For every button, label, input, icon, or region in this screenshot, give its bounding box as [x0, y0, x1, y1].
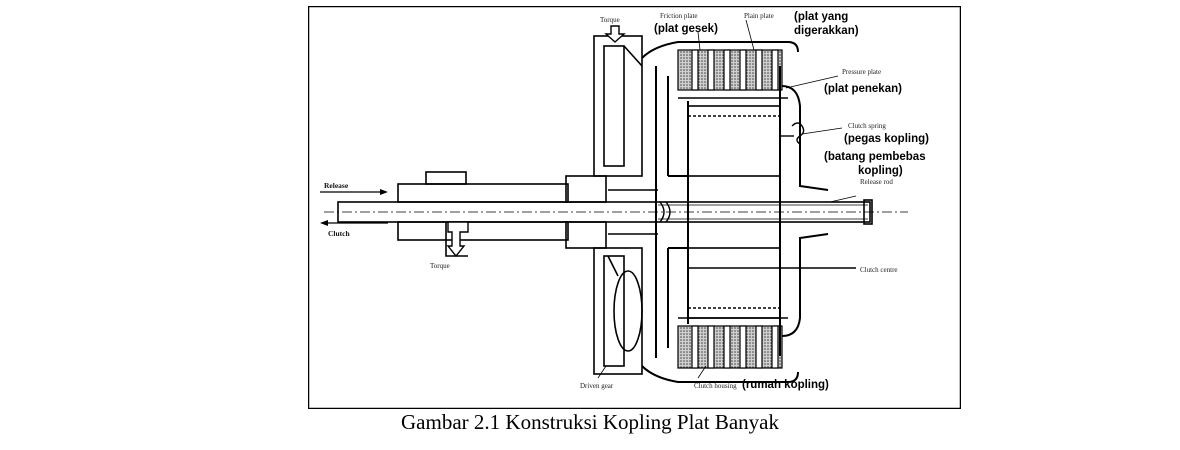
plate-stack-top	[677, 49, 788, 99]
clutch-diagram: Torque Friction plate (plat gesek) Plain…	[308, 6, 961, 409]
torque-arrow-top	[604, 25, 626, 43]
label-plain-plate-id-1: (plat yang	[794, 11, 848, 23]
label-pressure-plate: Pressure plate	[842, 68, 881, 76]
label-release-rod: Release rod	[860, 178, 893, 186]
label-clutch-housing: Clutch housing	[694, 382, 737, 390]
pressure-plate	[779, 66, 829, 356]
torque-arrow-bottom	[446, 221, 469, 258]
label-pressure-plate-id: (plat penekan)	[824, 83, 902, 95]
label-clutch-spring-id: (pegas kopling)	[844, 133, 929, 145]
label-plain-plate: Plain plate	[744, 12, 774, 20]
label-clutch-housing-id: (rumah kopling)	[742, 379, 829, 391]
figure-caption: Gambar 2.1 Konstruksi Kopling Plat Banya…	[401, 410, 779, 434]
label-torque-bottom: Torque	[430, 262, 450, 270]
label-clutch: Clutch	[328, 229, 350, 238]
clutch-arrow-head	[320, 220, 328, 226]
release-rod	[659, 201, 671, 223]
label-clutch-spring: Clutch spring	[848, 122, 886, 130]
label-plain-plate-id-2: digerakkan)	[794, 25, 859, 37]
release-arrow-head	[380, 189, 388, 195]
leader-lines	[597, 19, 857, 379]
driven-gear	[593, 35, 643, 375]
label-friction-plate-id: (plat gesek)	[654, 23, 718, 35]
label-clutch-centre: Clutch centre	[860, 266, 898, 274]
label-release-rod-id-2: kopling)	[858, 165, 903, 177]
clutch-spring	[780, 122, 805, 145]
label-torque-top: Torque	[600, 16, 620, 24]
label-friction-plate: Friction plate	[660, 12, 698, 20]
hub-sleeve	[397, 171, 658, 257]
label-release: Release	[324, 181, 349, 190]
label-release-rod-id-1: (batang pembebas	[824, 151, 926, 163]
clutch-diagram-svg: Torque Friction plate (plat gesek) Plain…	[308, 6, 961, 409]
plate-stack-bottom	[677, 317, 788, 369]
figure-border	[308, 6, 961, 409]
label-driven-gear: Driven gear	[580, 382, 614, 390]
